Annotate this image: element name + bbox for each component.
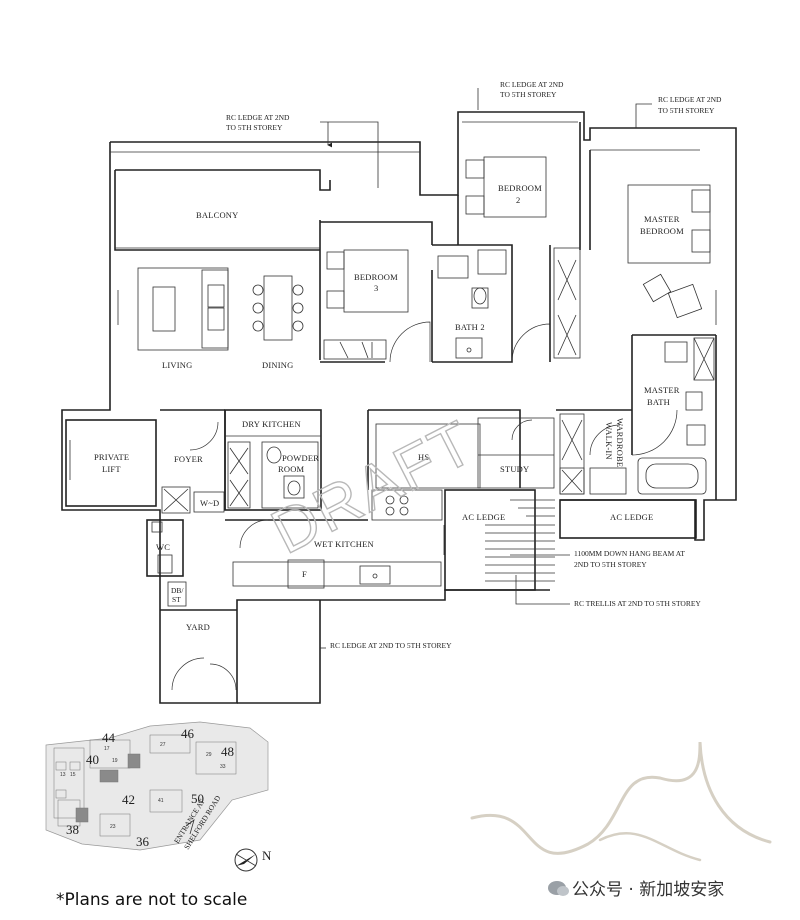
wc-label: WC bbox=[156, 542, 170, 552]
st-label: ST bbox=[172, 595, 181, 604]
plans-not-to-scale-note: *Plans are not to scale bbox=[56, 890, 248, 910]
rc-ledge-bottom-label: RC LEDGE AT 2ND TO 5TH STOREY bbox=[330, 641, 452, 650]
rc-ledge-left-line2: TO 5TH STOREY bbox=[226, 123, 283, 132]
svg-text:15: 15 bbox=[70, 772, 76, 778]
down-hang-beam-line1: 1100MM DOWN HANG BEAM AT bbox=[574, 549, 685, 558]
block-44: 44 bbox=[102, 730, 116, 745]
block-36: 36 bbox=[136, 834, 150, 849]
entrance-arrow-icon bbox=[185, 818, 195, 835]
bedroom-2: BEDROOM 2 bbox=[465, 122, 581, 362]
svg-text:23: 23 bbox=[110, 824, 116, 830]
svg-text:13: 13 bbox=[60, 772, 66, 778]
private-lift-label-line2: LIFT bbox=[102, 464, 121, 474]
rc-trellis-label: RC TRELLIS AT 2ND TO 5TH STOREY bbox=[574, 599, 701, 608]
db-st: DB/ ST bbox=[167, 581, 187, 607]
bedroom-3: BEDROOM 3 bbox=[320, 221, 433, 363]
master-bath-label-line2: BATH bbox=[647, 397, 670, 407]
block-46: 46 bbox=[181, 726, 195, 741]
master-bedroom: MASTER BEDROOM bbox=[589, 150, 717, 325]
powder-room-label-line2: ROOM bbox=[278, 464, 305, 474]
wechat-caption: 公众号 · 新加坡安家 bbox=[548, 875, 724, 900]
study: STUDY bbox=[477, 417, 555, 489]
rc-ledge-top-line2: TO 5TH STOREY bbox=[500, 90, 557, 99]
private-lift: PRIVATE LIFT bbox=[65, 419, 157, 507]
wet-kitchen-label: WET KITCHEN bbox=[314, 539, 374, 549]
svg-text:27: 27 bbox=[160, 742, 166, 748]
wc: WC bbox=[146, 519, 184, 577]
bath-2-label: BATH 2 bbox=[455, 322, 485, 332]
rc-ledge-top-line1: RC LEDGE AT 2ND bbox=[500, 80, 564, 89]
foyer: FOYER W~D bbox=[160, 409, 226, 514]
block-48: 48 bbox=[221, 744, 234, 759]
ac-ledge-left: AC LEDGE bbox=[444, 489, 536, 591]
bedroom-2-label-line1: BEDROOM bbox=[498, 183, 542, 193]
rc-ledge-left-line1: RC LEDGE AT 2ND bbox=[226, 113, 290, 122]
master-bedroom-label-line1: MASTER bbox=[644, 214, 680, 224]
block-50: 50 bbox=[191, 791, 204, 806]
hs-label: HS bbox=[418, 452, 429, 462]
fridge-label: F bbox=[302, 569, 307, 579]
wechat-icon bbox=[548, 880, 569, 896]
yard: YARD bbox=[160, 609, 237, 691]
bath-2: BATH 2 bbox=[432, 195, 551, 363]
rc-ledge-right-line1: RC LEDGE AT 2ND bbox=[658, 95, 722, 104]
svg-text:19: 19 bbox=[112, 758, 118, 764]
master-bath: MASTER BATH bbox=[631, 334, 717, 500]
private-lift-label-line1: PRIVATE bbox=[94, 452, 129, 462]
exterior-walls bbox=[61, 111, 737, 704]
foyer-label: FOYER bbox=[174, 454, 203, 464]
dry-kitchen-label: DRY KITCHEN bbox=[242, 419, 301, 429]
site-key-plan: 13 15 17 19 27 29 33 41 23 44 46 48 40 4… bbox=[45, 721, 272, 872]
decorative-logo-curve-icon bbox=[598, 832, 702, 862]
decorative-logo-icon bbox=[470, 741, 772, 855]
balcony-label: BALCONY bbox=[196, 210, 239, 220]
rc-ledge-right-line2: TO 5TH STOREY bbox=[658, 106, 715, 115]
svg-text:29: 29 bbox=[206, 752, 212, 758]
bedroom-2-label-line2: 2 bbox=[516, 195, 520, 205]
ac-ledge-right-label: AC LEDGE bbox=[610, 512, 653, 522]
master-bedroom-label-line2: BEDROOM bbox=[640, 226, 684, 236]
ac-ledge-right: AC LEDGE bbox=[559, 499, 697, 539]
block-40: 40 bbox=[86, 752, 99, 767]
study-label: STUDY bbox=[500, 464, 529, 474]
walk-in-label: WALK-IN bbox=[604, 422, 614, 460]
dry-kitchen: DRY KITCHEN bbox=[224, 409, 322, 511]
walk-in-wardrobe: WALK-IN WARDROBE bbox=[556, 409, 632, 495]
db-label: DB/ bbox=[171, 586, 184, 595]
annotations: RC LEDGE AT 2ND TO 5TH STOREY RC LEDGE A… bbox=[226, 80, 722, 650]
household-shelter: HS bbox=[367, 409, 521, 490]
wd-label: W~D bbox=[200, 498, 219, 508]
svg-text:33: 33 bbox=[220, 764, 226, 770]
powder-room: POWDER ROOM bbox=[261, 441, 319, 509]
svg-text:41: 41 bbox=[158, 798, 164, 804]
wechat-caption-text: 公众号 · 新加坡安家 bbox=[572, 880, 725, 900]
block-42: 42 bbox=[122, 792, 135, 807]
master-bath-label-line1: MASTER bbox=[644, 385, 680, 395]
bedroom-3-label-line2: 3 bbox=[374, 283, 378, 293]
block-38: 38 bbox=[66, 822, 79, 837]
down-hang-beam-line2: 2ND TO 5TH STOREY bbox=[574, 560, 647, 569]
yard-label: YARD bbox=[186, 622, 210, 632]
north-label: N bbox=[262, 848, 272, 863]
bedroom-3-label-line1: BEDROOM bbox=[354, 272, 398, 282]
wet-kitchen: F WET KITCHEN bbox=[225, 489, 445, 589]
north-arrow-icon bbox=[234, 848, 258, 872]
svg-text:17: 17 bbox=[104, 746, 110, 752]
rc-trellis bbox=[485, 499, 555, 582]
dining-label: DINING bbox=[262, 360, 293, 370]
wardrobe-label: WARDROBE bbox=[615, 418, 625, 467]
living-furniture bbox=[117, 267, 304, 351]
powder-room-label-line1: POWDER bbox=[282, 453, 319, 463]
living-label: LIVING bbox=[162, 360, 192, 370]
ac-ledge-left-label: AC LEDGE bbox=[462, 512, 505, 522]
